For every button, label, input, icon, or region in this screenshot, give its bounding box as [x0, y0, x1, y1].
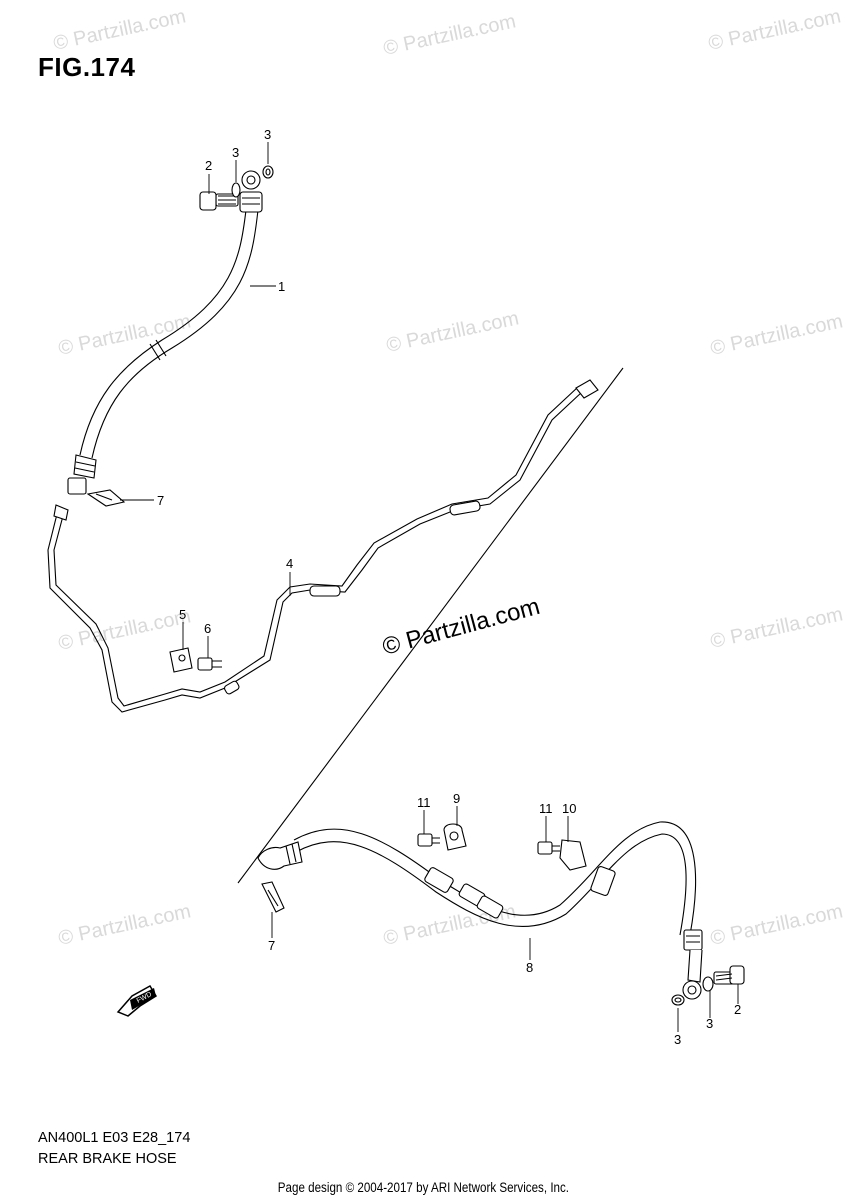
watermark: © Partzilla.com [56, 605, 192, 655]
callout-8: 8 [526, 960, 533, 975]
banjo-bolt-lower [671, 965, 745, 1006]
model-code: AN400L1 E03 E28_174 [38, 1130, 191, 1146]
watermark: © Partzilla.com [708, 310, 844, 360]
callout-1: 1 [278, 279, 285, 294]
callout-2-lower: 2 [734, 1002, 741, 1017]
callout-9: 9 [453, 791, 460, 806]
figure-title: FIG.174 [38, 52, 136, 82]
watermark: © Partzilla.com [708, 603, 844, 653]
callout-3-lower-a: 3 [706, 1016, 713, 1031]
clamp-lower [261, 881, 285, 913]
brake-pipe-4 [47, 379, 599, 713]
callout-11-right: 11 [539, 801, 553, 816]
callout-5: 5 [179, 607, 186, 622]
watermark: © Partzilla.com [384, 307, 520, 357]
callout-6: 6 [204, 621, 211, 636]
watermark: © Partzilla.com [706, 5, 842, 55]
brake-hose-8 [257, 821, 703, 1000]
watermark-group: © Partzilla.com © Partzilla.com © Partzi… [51, 5, 844, 950]
callout-7-upper: 7 [157, 493, 164, 508]
clamp-upper [86, 489, 126, 507]
callout-10: 10 [562, 801, 576, 816]
callout-11-left: 11 [417, 795, 431, 810]
hose-clamp-9-and-bolt-11 [417, 823, 467, 851]
callout-2-upper: 2 [205, 158, 212, 173]
callout-3-upper-a: 3 [232, 145, 239, 160]
banjo-bolt-upper [199, 165, 274, 211]
watermark: © Partzilla.com [56, 310, 192, 360]
watermark: © Partzilla.com [51, 5, 187, 55]
copyright-footer: Page design © 2004-2017 by ARI Network S… [277, 1180, 570, 1195]
callout-7-lower: 7 [268, 938, 275, 953]
watermark: © Partzilla.com [381, 10, 517, 60]
pipe-clamp-5-and-bolt-6 [169, 647, 222, 673]
watermark: © Partzilla.com [56, 900, 192, 950]
callout-4: 4 [286, 556, 293, 571]
watermark-main: © Partzilla.com [380, 593, 543, 661]
leader-lines [120, 142, 739, 1032]
callout-3-upper-b: 3 [264, 127, 271, 142]
callout-numbers: 1 2 3 3 4 5 6 7 7 8 9 10 11 11 2 3 3 [157, 127, 741, 1047]
brake-hose-1 [67, 170, 263, 495]
section-divider-line [237, 367, 624, 884]
diagram-name: REAR BRAKE HOSE [38, 1151, 177, 1167]
forward-direction-indicator: FWD [116, 984, 158, 1017]
watermark: © Partzilla.com [708, 900, 844, 950]
callout-3-lower-b: 3 [674, 1032, 681, 1047]
hose-clamp-10-and-bolt-11 [537, 839, 587, 871]
